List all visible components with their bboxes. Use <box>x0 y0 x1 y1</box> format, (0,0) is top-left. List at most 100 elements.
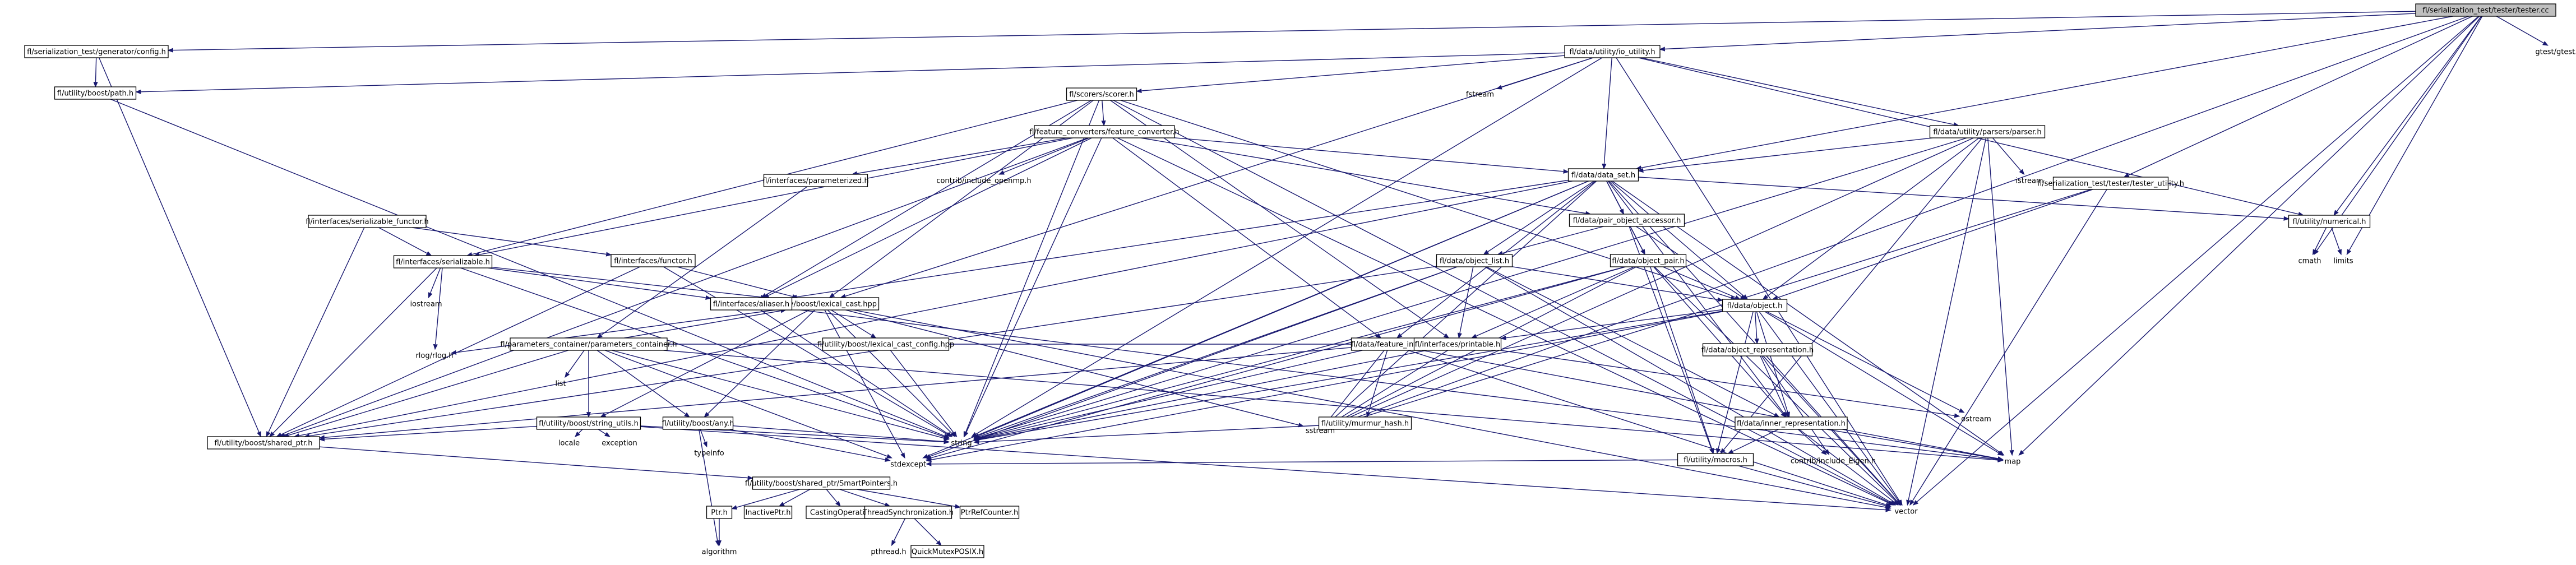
node-ptrrefcounter[interactable]: PtrRefCounter.h <box>959 506 1020 519</box>
edge-parser-to-object <box>1766 137 1980 297</box>
edge-params_container-to-shared_ptr <box>288 350 569 436</box>
edge-lexical_cast-to-lexcast_config <box>831 309 872 336</box>
node-functor[interactable]: fl/interfaces/functor.h <box>611 254 696 267</box>
node-vector: vector <box>1894 508 1918 516</box>
node-any[interactable]: fl/utility/boost/any.h <box>662 416 734 430</box>
node-obj_pair[interactable]: fl/data/object_pair.h <box>1610 254 1687 267</box>
arrowhead-obj_list-to-object <box>1717 297 1723 302</box>
edge-obj_repr-to-eigen <box>1761 355 1826 451</box>
edge-any-to-algorithm <box>699 429 718 541</box>
arrowhead-gen_config-to-shared_ptr <box>257 431 261 438</box>
node-aliaser[interactable]: fl/interfaces/aliaser.h <box>710 297 793 311</box>
node-lexcast_config[interactable]: fl/utility/boost/lexical_cast_config.hpp <box>817 337 954 351</box>
edge-feature_info-to-vector <box>1408 350 1886 505</box>
node-label-inactiveptr: InactivePtr.h <box>745 509 790 517</box>
edge-inner_repr-to-map <box>1826 429 1998 460</box>
arrowhead-inner_repr-to-eigen <box>1821 450 1827 455</box>
edge-serializable-to-string <box>460 267 945 437</box>
edge-feat_conv-to-feature_info <box>1112 137 1377 336</box>
edge-feat_conv-to-aliaser <box>768 137 1092 296</box>
edge-object-to-stdexcept <box>931 311 1723 460</box>
node-gen_config[interactable]: fl/serialization_test/generator/config.h <box>24 45 169 58</box>
node-box-data_set <box>1567 168 1639 182</box>
node-scorer[interactable]: fl/scorers/scorer.h <box>1066 87 1137 101</box>
node-inactiveptr[interactable]: InactivePtr.h <box>743 506 793 519</box>
edge-data_set-to-sstream <box>1330 180 1597 422</box>
edge-feat_conv-to-openmp <box>1003 137 1090 173</box>
node-obj_list[interactable]: fl/data/object_list.h <box>1436 254 1513 267</box>
edge-params_container-to-map <box>663 350 1998 461</box>
arrowhead-lexical_cast-to-string_utils <box>600 413 607 418</box>
node-params_container[interactable]: fl/parameters_container/parameters_conta… <box>500 337 677 351</box>
edge-object-to-printable <box>1506 309 1723 339</box>
node-inner_repr[interactable]: fl/data/inner_representation.h <box>1735 416 1848 430</box>
node-macros[interactable]: fl/utility/macros.h <box>1677 453 1754 466</box>
node-iostream: iostream <box>410 300 442 309</box>
node-lexical_cast[interactable]: fl/utility/boost/lexical_cast.hpp <box>763 297 880 311</box>
node-label-exception: exception <box>602 439 637 448</box>
node-ptr[interactable]: Ptr.h <box>706 506 733 519</box>
node-box-any <box>662 416 734 430</box>
node-feat_conv[interactable]: fl/feature_converters/feature_converter.… <box>1029 125 1180 138</box>
edge-smartptrs-to-castops <box>826 489 838 503</box>
node-cmath: cmath <box>2298 257 2321 266</box>
node-label-eigen: contrib/include_Eigen.h <box>1791 457 1876 466</box>
edge-smartptrs-to-inactiveptr <box>783 489 811 504</box>
node-label-path: fl/utility/boost/path.h <box>57 90 133 98</box>
node-label-numerical: fl/utility/numerical.h <box>2292 218 2366 226</box>
edge-feat_conv-to-string <box>966 137 1102 433</box>
node-smartptrs[interactable]: fl/utility/boost/shared_ptr/SmartPointer… <box>745 476 898 490</box>
node-label-typeinfo: typeinfo <box>694 450 724 458</box>
arrowhead-ser_functor-to-shared_ptr <box>266 431 271 438</box>
node-path[interactable]: fl/utility/boost/path.h <box>54 86 137 100</box>
edge-root-to-io_utility <box>1664 13 2416 50</box>
edge-inner_repr-to-eigen <box>1797 429 1823 452</box>
node-io_utility[interactable]: fl/data/utility/io_utility.h <box>1564 45 1661 58</box>
node-label-serializable: fl/interfaces/serializable.h <box>396 258 490 267</box>
node-root[interactable]: fl/serialization_test/tester/tester.cc <box>2415 3 2556 17</box>
arrowhead-scorer-to-lexical_cast <box>829 293 835 298</box>
node-tester_util[interactable]: fl/serialization_test/tester/tester_util… <box>2037 177 2184 190</box>
node-obj_repr[interactable]: fl/data/object_representation.h <box>1701 343 1814 356</box>
arrowhead-any-to-typeinfo <box>702 441 707 448</box>
edge-data_set-to-obj_list <box>1487 180 1594 252</box>
edge-serializable-to-iostream <box>430 267 441 293</box>
node-box-shared_ptr <box>207 436 320 450</box>
node-quickmutex[interactable]: QuickMutexPOSIX.h <box>910 545 984 558</box>
node-serializable[interactable]: fl/interfaces/serializable.h <box>393 255 493 268</box>
node-label-string_utils: fl/utility/boost/string_utils.h <box>539 420 639 428</box>
node-pair_accessor[interactable]: fl/data/pair_object_accessor.h <box>1569 214 1685 227</box>
arrowhead-root-to-gtest <box>2542 41 2549 46</box>
node-ser_functor[interactable]: fl/interfaces/serializable_functor.h <box>306 215 429 228</box>
node-label-parameterized: fl/interfaces/parameterized.h <box>762 177 868 186</box>
node-label-smartptrs: fl/utility/boost/shared_ptr/SmartPointer… <box>745 480 898 488</box>
edge-root-to-sstream <box>1342 16 2469 423</box>
arrowhead-feat_conv-to-openmp <box>998 170 1005 175</box>
node-murmur[interactable]: fl/utility/murmur_hash.h <box>1318 416 1412 430</box>
node-data_set[interactable]: fl/data/data_set.h <box>1567 168 1639 182</box>
node-label-any: fl/utility/boost/any.h <box>662 420 734 428</box>
node-label-fstream: fstream <box>1466 91 1494 99</box>
edge-numerical-to-cmath <box>2314 227 2327 251</box>
arrowhead-numerical-to-limits <box>2337 249 2342 256</box>
node-label-macros: fl/utility/macros.h <box>1684 456 1747 465</box>
node-label-aliaser: fl/interfaces/aliaser.h <box>713 300 789 309</box>
node-string_utils[interactable]: fl/utility/boost/string_utils.h <box>536 416 641 430</box>
node-shared_ptr[interactable]: fl/utility/boost/shared_ptr.h <box>207 436 320 450</box>
node-feature_info[interactable]: fl/data/feature_info.h <box>1351 337 1428 351</box>
arrowhead-object-to-stdexcept <box>926 457 932 462</box>
node-parser[interactable]: fl/data/utility/parsers/parser.h <box>1929 125 2046 138</box>
node-printable[interactable]: fl/interfaces/printable.h <box>1413 337 1502 351</box>
node-box-threadsync <box>864 506 952 519</box>
edge-params_container-to-any <box>596 350 686 415</box>
arrowhead-ser_functor-to-functor <box>605 252 612 257</box>
node-label-functor: fl/interfaces/functor.h <box>614 257 692 266</box>
node-typeinfo: typeinfo <box>694 450 724 458</box>
node-threadsync[interactable]: ThreadSynchronization.h <box>862 506 954 519</box>
node-object[interactable]: fl/data/object.h <box>1722 299 1788 312</box>
node-label-lexical_cast: fl/utility/boost/lexical_cast.hpp <box>766 300 877 309</box>
edge-string_utils-to-exception <box>598 429 606 434</box>
node-parameterized[interactable]: fl/interfaces/parameterized.h <box>762 174 869 187</box>
node-numerical[interactable]: fl/utility/numerical.h <box>2288 215 2371 228</box>
node-box-aliaser <box>710 297 793 311</box>
